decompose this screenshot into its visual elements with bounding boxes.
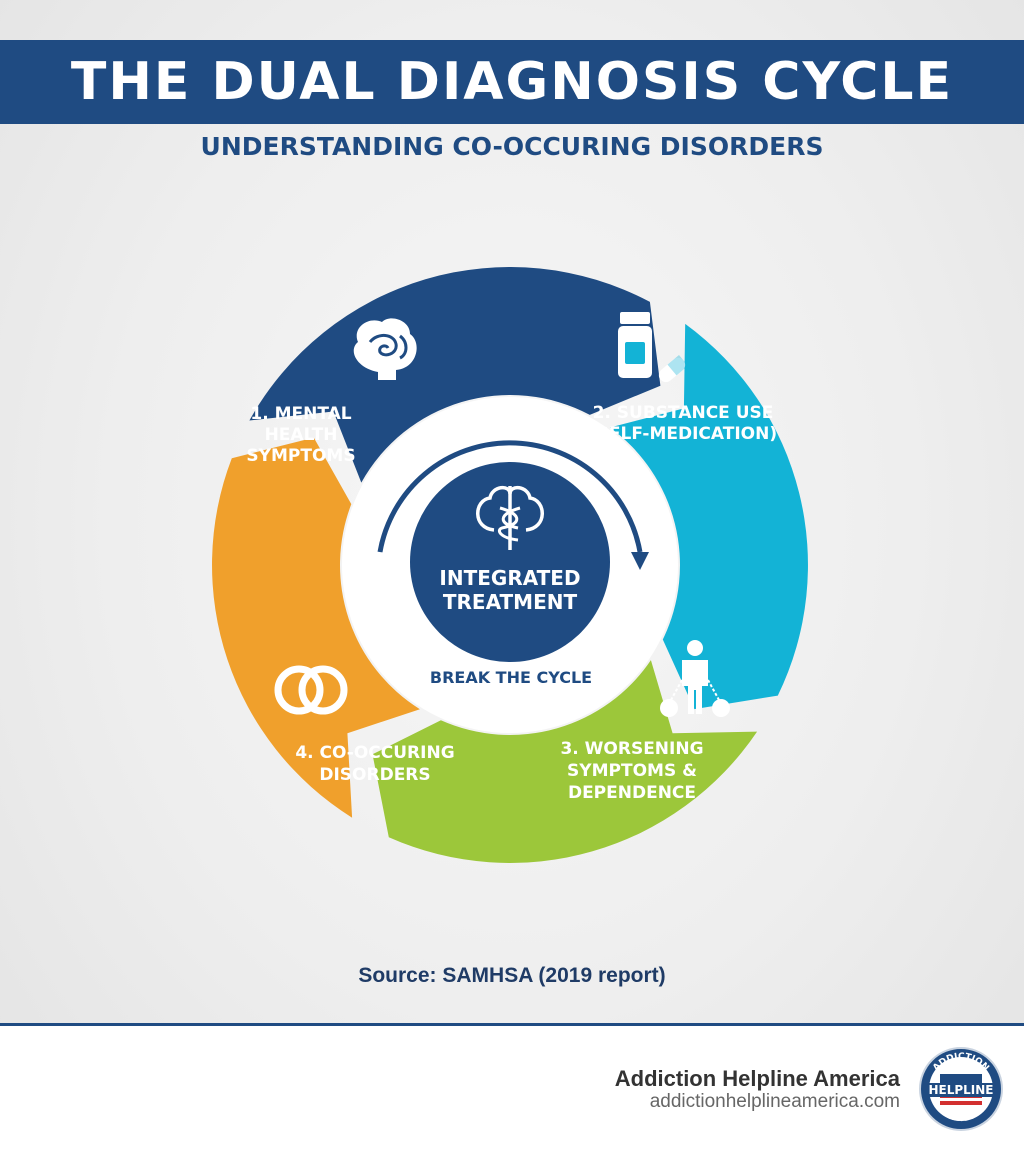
cycle-arrow-arc — [377, 440, 643, 553]
segment-1-label-line: SYMPTOMS — [246, 446, 355, 466]
brand-url[interactable]: addictionhelplineamerica.com — [649, 1091, 900, 1112]
pill-bottle-icon — [618, 312, 688, 383]
break-the-cycle-label: BREAK THE CYCLE — [430, 668, 592, 687]
chained-person-icon — [660, 640, 730, 717]
segment-2-label-line: (SELF-MEDICATION) — [589, 424, 777, 444]
segment-4-label-line: 4. CO-OCCURING — [295, 743, 454, 763]
segment-1-label-line: 1. MENTAL — [250, 404, 351, 424]
center-label-line: INTEGRATED — [439, 566, 580, 590]
page-subtitle: UNDERSTANDING CO-OCCURING DISORDERS — [200, 132, 824, 161]
cycle-arrow-head-icon — [631, 552, 649, 570]
segment-4-label-line: DISORDERS — [319, 765, 430, 785]
cycle-segment-1 — [249, 267, 661, 483]
segment-2-label-line: 2. SUBSTANCE USE — [593, 403, 774, 423]
segment-3-label-line: DEPENDENCE — [568, 783, 696, 803]
source-note: Source: SAMHSA (2019 report) — [358, 964, 666, 987]
linked-rings-icon — [274, 665, 348, 715]
segment-3-label-line: SYMPTOMS & — [567, 761, 697, 781]
brain-icon — [353, 318, 417, 380]
brand-name: Addiction Helpline America — [614, 1066, 900, 1091]
page-title: THE DUAL DIAGNOSIS CYCLE — [70, 52, 954, 112]
helpline-america-logo: ADDICTION HELPLINE AMERICA — [919, 1047, 1003, 1131]
segment-3-label-line: 3. WORSENING — [560, 739, 703, 759]
center-hub: INTEGRATED TREATMENT BREAK THE CYCLE — [342, 397, 678, 733]
cycle-segments — [212, 267, 808, 863]
footer — [0, 1026, 1024, 1154]
logo-bottom-text: AMERICA — [938, 1107, 983, 1124]
integrated-treatment-circle — [410, 462, 610, 662]
cycle-segment-4 — [212, 437, 420, 818]
footer-divider — [0, 1023, 1024, 1026]
cycle-segment-2 — [609, 323, 808, 710]
segment-1-label-line: HEALTH — [265, 425, 338, 445]
brain-caduceus-icon — [476, 485, 544, 550]
title-bar: THE DUAL DIAGNOSIS CYCLE — [0, 40, 1024, 124]
center-label-line: TREATMENT — [443, 590, 578, 614]
logo-middle-text: HELPLINE — [928, 1083, 993, 1097]
